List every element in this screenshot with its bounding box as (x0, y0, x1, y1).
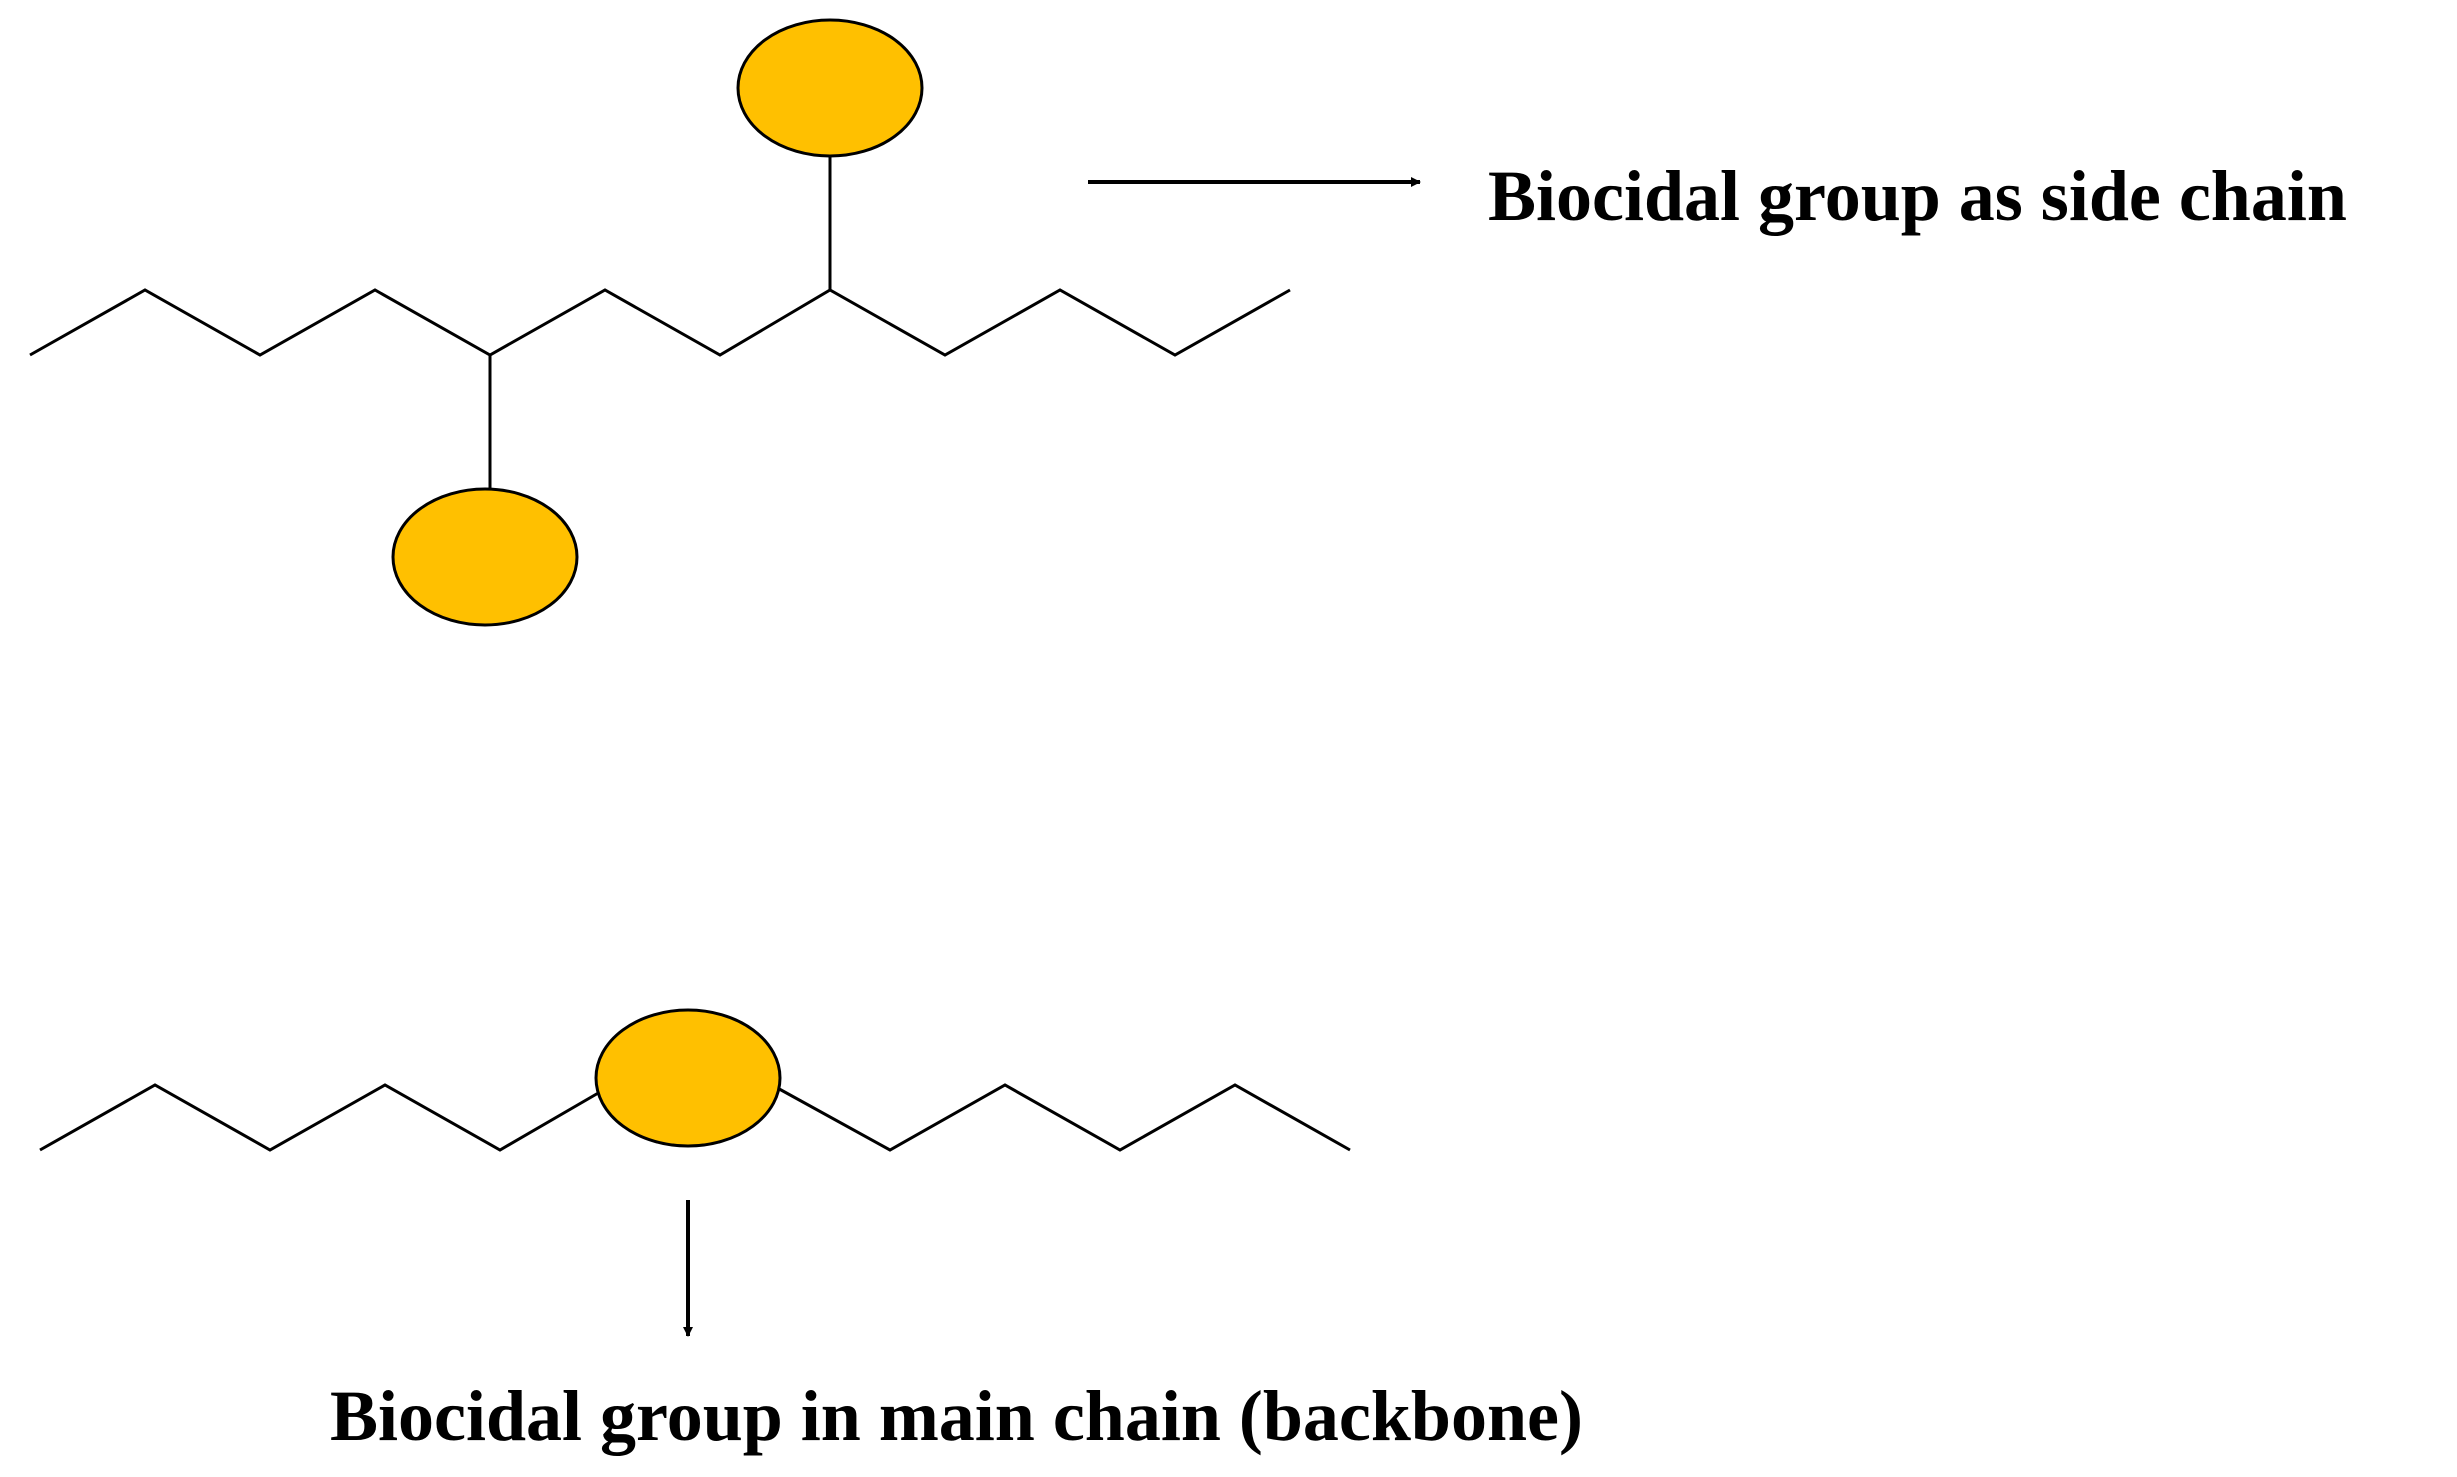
biocidal-group-pendant-top (736, 18, 924, 158)
main-chain-polymer: Biocidal group in main chain (backbone) (39, 1008, 1583, 1456)
backbone-left-segment (39, 1083, 601, 1152)
backbone-right-segment (771, 1083, 1351, 1152)
side-chain-polymer: Biocidal group as side chain (29, 18, 2347, 627)
biocidal-group-backbone (594, 1008, 782, 1148)
biocidal-group-pendant-bottom (391, 487, 579, 627)
main-chain-label: Biocidal group in main chain (backbone) (330, 1376, 1583, 1456)
polymer-backbone-zigzag (29, 288, 1291, 357)
side-chain-label: Biocidal group as side chain (1488, 156, 2347, 236)
